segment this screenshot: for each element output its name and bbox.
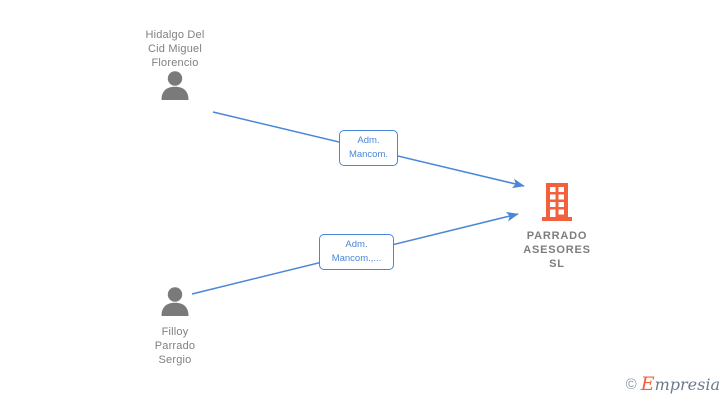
copyright-icon: © [625,376,637,393]
brand-name: Empresia [641,375,720,394]
node-person-bottom[interactable]: Filloy Parrado Sergio [115,286,235,367]
node-person-top-label: Hidalgo Del Cid Miguel Florencio [145,29,205,69]
node-company[interactable]: PARRADO ASESORES SL [497,180,617,271]
brand-initial: E [640,373,655,395]
person-icon[interactable] [115,286,235,321]
brand-rest: mpresia [654,375,720,394]
node-company-label: PARRADO ASESORES SL [523,230,591,270]
building-icon[interactable] [497,180,617,227]
person-icon[interactable] [115,70,235,105]
node-person-top[interactable]: Hidalgo Del Cid Miguel Florencio [115,28,235,105]
edge-label-bottom[interactable]: Adm. Mancom.,... [319,234,394,270]
watermark-empresia: © Empresia [626,375,720,394]
node-person-bottom-label: Filloy Parrado Sergio [154,326,196,366]
edge-label-top[interactable]: Adm. Mancom. [339,130,398,166]
